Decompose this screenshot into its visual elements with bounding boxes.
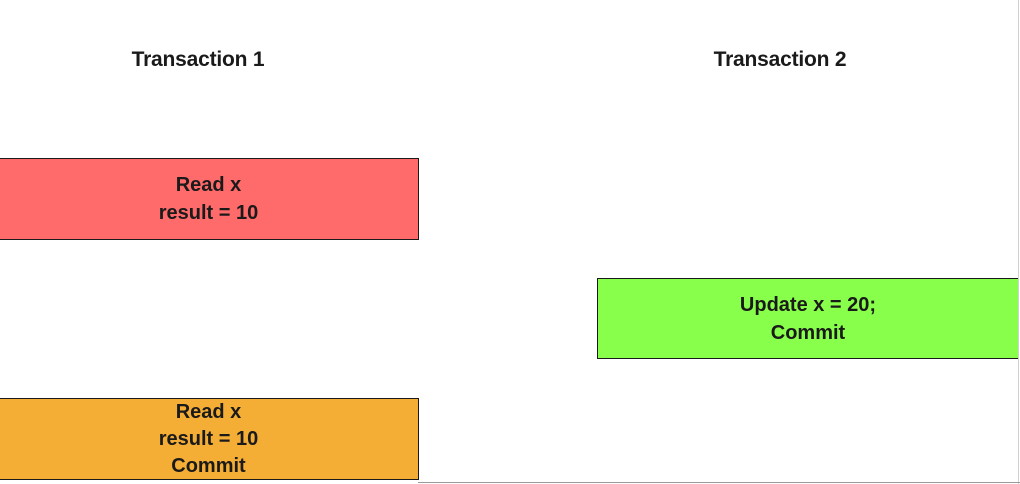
t1-read-commit-step-box: Read x result = 10 Commit: [0, 398, 419, 480]
t1-read-commit-step-line-3: Commit: [171, 454, 246, 477]
t1-read-commit-step-line-2: result = 10: [158, 427, 259, 450]
canvas-bottom-border: [418, 482, 1020, 483]
t1-read-step-line-2: result = 10: [158, 202, 259, 224]
t2-update-step-line-2: Commit: [770, 321, 846, 344]
t1-read-commit-step-line-1: Read x: [175, 400, 242, 423]
t2-update-step-box: Update x = 20; Commit: [597, 278, 1019, 359]
canvas-right-border: [1018, 0, 1019, 484]
t2-update-step-line-1: Update x = 20;: [739, 293, 877, 316]
t1-read-step-line-1: Read x: [175, 174, 242, 196]
lane-header-transaction-1: Transaction 1: [131, 48, 265, 71]
t1-read-step-box: Read x result = 10: [0, 158, 419, 240]
lane-header-transaction-2: Transaction 2: [713, 48, 847, 71]
